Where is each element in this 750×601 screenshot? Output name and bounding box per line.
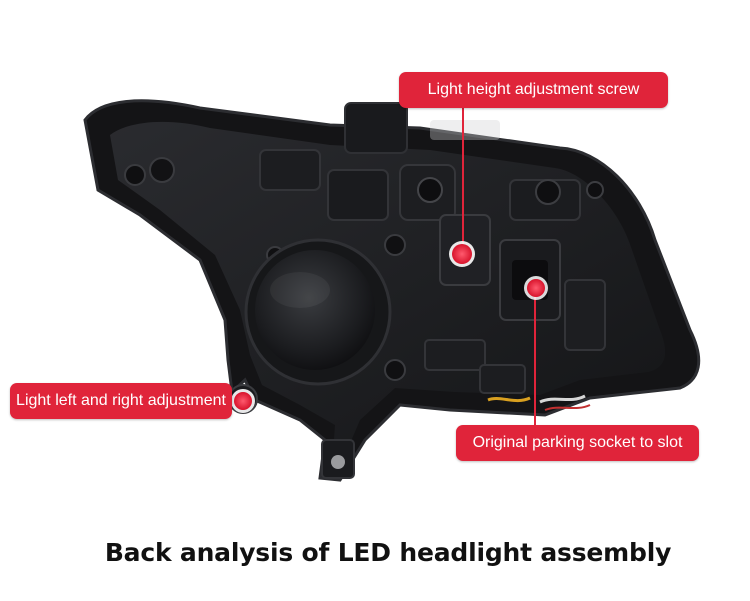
left-right-adjust-callout: Light left and right adjustment: [10, 383, 232, 419]
height-screw-callout: Light height adjustment screw: [399, 72, 668, 108]
parking-socket-callout: Original parking socket to slot: [456, 425, 699, 461]
image-caption: Back analysis of LED headlight assembly: [104, 538, 672, 567]
top-bracket: [344, 102, 408, 154]
left-right-adjust-marker: [231, 389, 255, 413]
parking-socket-marker: [524, 276, 548, 300]
height-adjust-marker: [449, 241, 475, 267]
lens-cap: [255, 250, 375, 370]
